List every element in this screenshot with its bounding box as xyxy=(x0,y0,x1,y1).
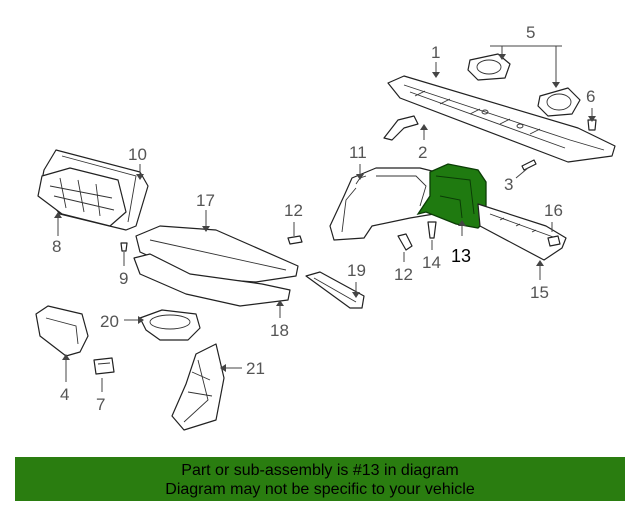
part-7-clip xyxy=(93,357,115,375)
callout-17: 17 xyxy=(196,191,215,210)
part-11-quarter-trim xyxy=(329,167,437,241)
part-15-sill-trim xyxy=(477,203,567,261)
callout-10: 10 xyxy=(128,145,147,164)
callout-6: 6 xyxy=(586,87,595,106)
part-20-tray xyxy=(139,309,201,341)
callout-2: 2 xyxy=(418,143,427,162)
callout-12-left: 12 xyxy=(284,201,303,220)
part-4-bracket xyxy=(35,305,89,357)
callout-1: 1 xyxy=(431,43,440,62)
callout-11: 11 xyxy=(349,143,367,162)
callout-3: 3 xyxy=(504,175,513,194)
callout-15: 15 xyxy=(530,283,549,302)
callout-4: 4 xyxy=(60,385,69,404)
callout-14: 14 xyxy=(422,253,441,272)
part-12-clip-right xyxy=(397,233,413,251)
callout-8: 8 xyxy=(52,237,61,256)
callout-16: 16 xyxy=(544,201,563,220)
callout-labels: 1 2 3 4 5 6 7 8 9 10 11 12 12 13 14 15 1… xyxy=(52,23,595,414)
banner-line-1: Part or sub-assembly is #13 in diagram xyxy=(181,462,459,479)
callout-21: 21 xyxy=(246,359,265,378)
leader-lines xyxy=(54,45,596,392)
part-2-bracket xyxy=(383,115,419,141)
callout-13: 13 xyxy=(451,246,471,266)
part-9-fastener xyxy=(120,242,128,252)
part-12-pin-left xyxy=(287,235,303,245)
part-3-screw xyxy=(521,159,537,171)
callout-12-right: 12 xyxy=(394,265,413,284)
part-5-speaker-covers xyxy=(467,53,581,117)
part-8-trunk-liner xyxy=(37,167,127,227)
callout-19: 19 xyxy=(347,261,366,280)
callout-20: 20 xyxy=(100,312,119,331)
callout-18: 18 xyxy=(270,321,289,340)
info-banner: Part or sub-assembly is #13 in diagram D… xyxy=(15,457,625,501)
callout-5: 5 xyxy=(526,23,535,42)
part-14-bolt xyxy=(427,221,437,239)
part-13-highlighted-panel xyxy=(416,163,487,229)
banner-line-2: Diagram may not be specific to your vehi… xyxy=(165,481,475,498)
callout-7: 7 xyxy=(96,395,105,414)
part-21-side-cover xyxy=(171,343,225,431)
part-1-package-shelf xyxy=(387,75,616,163)
part-18-trunk-mat xyxy=(133,253,291,307)
callout-9: 9 xyxy=(119,269,128,288)
part-19-sill-plate xyxy=(305,271,365,309)
